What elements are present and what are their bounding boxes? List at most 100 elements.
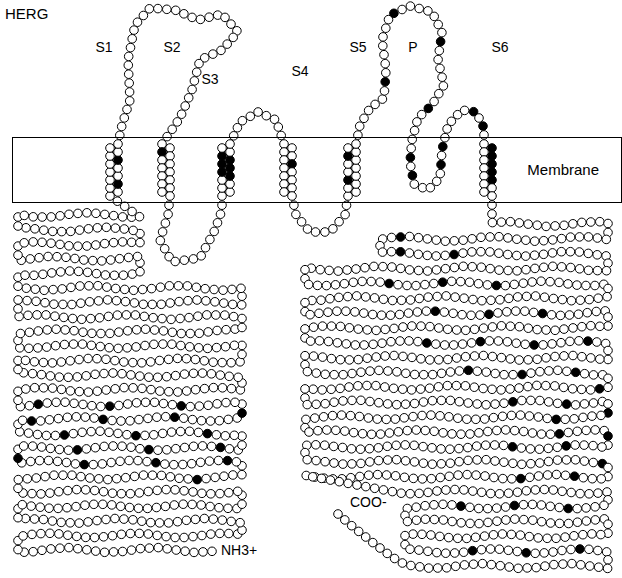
residue bbox=[401, 400, 410, 409]
residue bbox=[129, 226, 138, 235]
residue bbox=[534, 472, 543, 481]
residue bbox=[472, 415, 481, 424]
residue bbox=[344, 479, 353, 488]
residue bbox=[494, 309, 503, 318]
residue bbox=[523, 564, 532, 573]
residue bbox=[153, 373, 162, 382]
residue bbox=[150, 398, 159, 407]
residue bbox=[238, 323, 247, 332]
residue bbox=[77, 472, 86, 481]
residue bbox=[557, 263, 566, 272]
residue bbox=[486, 545, 495, 554]
residue bbox=[195, 402, 204, 411]
residue bbox=[524, 382, 533, 391]
residue bbox=[66, 357, 75, 366]
residue bbox=[233, 487, 242, 496]
residue bbox=[318, 386, 327, 395]
residue bbox=[388, 296, 397, 305]
residue bbox=[172, 444, 181, 453]
residue bbox=[335, 477, 344, 486]
residue bbox=[138, 285, 147, 294]
residue bbox=[124, 52, 133, 61]
residue bbox=[528, 429, 537, 438]
residue bbox=[125, 88, 134, 97]
residue bbox=[207, 530, 216, 539]
residue bbox=[588, 530, 597, 539]
residue bbox=[28, 369, 37, 378]
residue bbox=[383, 400, 392, 409]
residue bbox=[14, 396, 23, 405]
residue bbox=[70, 326, 79, 335]
residue bbox=[319, 413, 328, 422]
residue bbox=[517, 444, 526, 453]
residue bbox=[433, 487, 442, 496]
residue bbox=[115, 401, 124, 410]
residue bbox=[198, 442, 207, 451]
residue bbox=[560, 352, 569, 361]
residue bbox=[349, 278, 358, 287]
residue bbox=[399, 352, 408, 361]
residue bbox=[236, 518, 245, 527]
residue bbox=[21, 271, 30, 280]
residue bbox=[351, 308, 360, 317]
residue bbox=[425, 384, 434, 393]
residue bbox=[158, 164, 167, 173]
residue bbox=[455, 457, 464, 466]
residue bbox=[14, 305, 23, 314]
residue bbox=[460, 561, 469, 570]
residue bbox=[148, 300, 157, 309]
residue bbox=[14, 251, 23, 260]
residue bbox=[254, 108, 263, 117]
residue bbox=[588, 474, 597, 483]
residue bbox=[174, 282, 183, 291]
residue bbox=[238, 470, 247, 479]
residue bbox=[452, 326, 461, 335]
residue bbox=[430, 12, 439, 21]
residue bbox=[81, 533, 90, 542]
residue bbox=[584, 233, 593, 242]
residue bbox=[333, 339, 342, 348]
residue bbox=[403, 517, 412, 526]
mutated-residue bbox=[381, 78, 390, 87]
residue bbox=[454, 414, 463, 423]
residue bbox=[14, 387, 23, 396]
residue bbox=[38, 238, 47, 247]
mutated-residue bbox=[288, 160, 297, 169]
residue bbox=[64, 531, 73, 540]
residue bbox=[561, 415, 570, 424]
residue bbox=[45, 416, 54, 425]
residue bbox=[383, 442, 392, 451]
residue bbox=[106, 256, 115, 265]
residue bbox=[366, 458, 375, 467]
residue bbox=[540, 293, 549, 302]
residue bbox=[161, 412, 170, 421]
residue bbox=[175, 474, 184, 483]
residue bbox=[575, 265, 584, 274]
mutated-residue bbox=[226, 156, 235, 165]
residue bbox=[159, 327, 168, 336]
residue bbox=[366, 397, 375, 406]
residue bbox=[158, 314, 167, 323]
residue bbox=[209, 515, 218, 524]
residue bbox=[421, 426, 430, 435]
residue bbox=[392, 455, 401, 464]
residue bbox=[99, 533, 108, 542]
residue bbox=[93, 387, 102, 396]
residue bbox=[432, 340, 441, 349]
residue bbox=[497, 322, 506, 331]
residue bbox=[150, 340, 159, 349]
residue bbox=[446, 368, 455, 377]
residue bbox=[398, 385, 407, 394]
residue bbox=[280, 140, 289, 149]
residue bbox=[603, 564, 612, 573]
mutated-residue bbox=[423, 339, 432, 348]
residue bbox=[182, 354, 191, 363]
residue bbox=[409, 412, 418, 421]
residue bbox=[370, 262, 379, 271]
residue bbox=[65, 242, 74, 251]
residue bbox=[179, 500, 188, 509]
residue bbox=[120, 383, 129, 392]
residue bbox=[447, 117, 456, 126]
residue bbox=[544, 398, 553, 407]
residue bbox=[288, 152, 297, 161]
